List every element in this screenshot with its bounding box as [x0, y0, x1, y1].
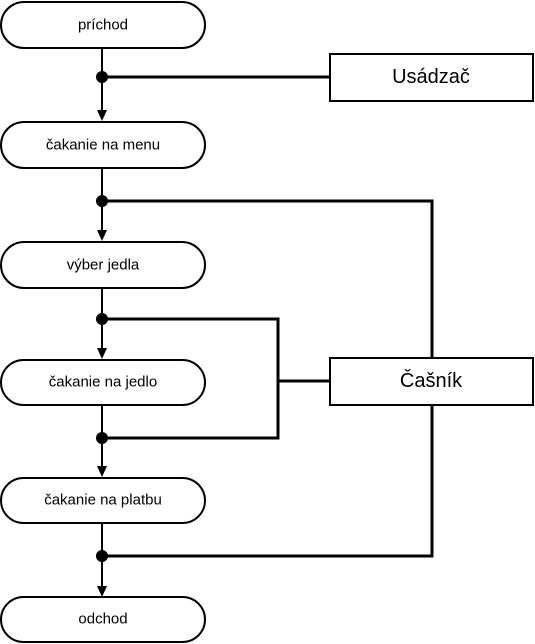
actor-label: Čašník [400, 369, 463, 392]
state-label: čakanie na platbu [44, 492, 162, 509]
state-box [0, 359, 206, 406]
flow-arrow-1 [97, 110, 107, 121]
state-waiting-menu: čakanie na menu [0, 121, 206, 169]
flow-arrow-5 [97, 586, 107, 597]
state-departure: odchod [0, 596, 206, 643]
junction-dot [96, 195, 108, 207]
state-box [0, 241, 206, 289]
state-box [0, 121, 206, 169]
junction-dot [96, 550, 108, 562]
junction-dot [96, 313, 108, 325]
actor-box [329, 357, 534, 406]
flow-arrow-2 [97, 230, 107, 241]
junction-dot [96, 432, 108, 444]
state-box [0, 477, 206, 524]
flow-arrow-3 [97, 348, 107, 359]
actor-waiter: Čašník [329, 357, 534, 406]
state-label: výber jedla [67, 257, 140, 274]
actor-host: Usádzač [329, 53, 534, 102]
junctions [96, 71, 108, 562]
flow-arrow-4 [97, 466, 107, 477]
state-box [0, 1, 206, 49]
state-box [0, 596, 206, 643]
junction-dot [96, 71, 108, 83]
state-waiting-meal: čakanie na jedlo [0, 359, 206, 406]
state-choosing-meal: výber jedla [0, 241, 206, 289]
state-label: čakanie na jedlo [49, 374, 157, 391]
actor-box [329, 53, 534, 102]
state-arrival: príchod [0, 1, 206, 49]
state-label: odchod [78, 611, 127, 628]
state-label: čakanie na menu [46, 137, 160, 154]
state-label: príchod [78, 17, 128, 34]
waiter-inner-connector [102, 317, 280, 440]
actor-label: Usádzač [392, 66, 470, 88]
state-waiting-payment: čakanie na platbu [0, 477, 206, 524]
